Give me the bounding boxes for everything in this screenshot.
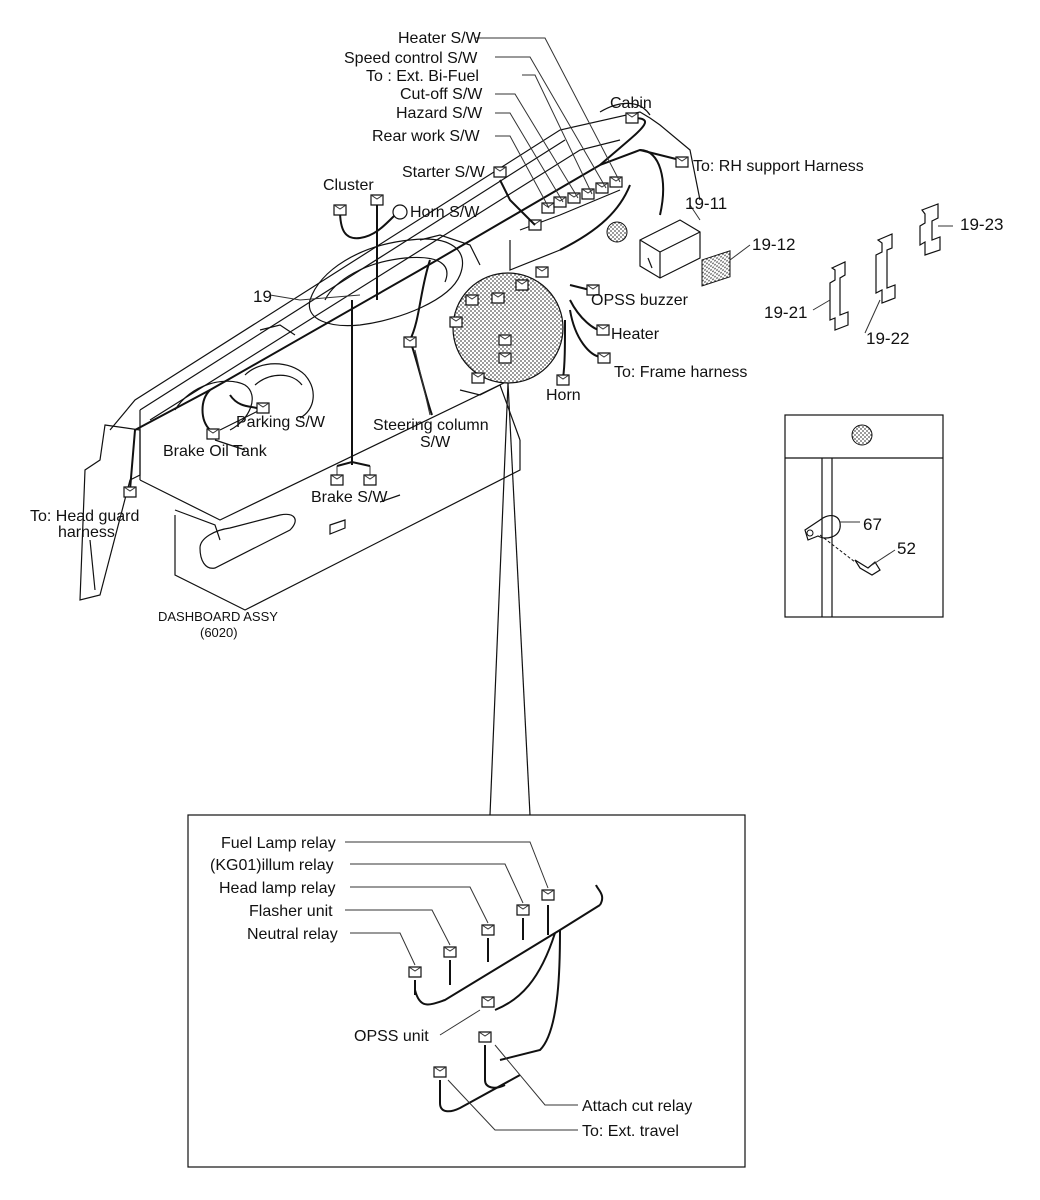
label-neutral-relay: Neutral relay bbox=[247, 926, 338, 943]
detail-callout-circle[interactable] bbox=[452, 272, 564, 384]
label-rear-work-sw: Rear work S/W bbox=[372, 128, 480, 145]
label-speed-control-sw: Speed control S/W bbox=[344, 50, 478, 67]
label-flasher-unit: Flasher unit bbox=[249, 903, 333, 920]
label-opss-buzzer: OPSS buzzer bbox=[591, 292, 689, 309]
clamp-location-marker[interactable] bbox=[606, 221, 628, 243]
part-number-19-22[interactable]: 19-22 bbox=[866, 329, 909, 348]
label-starter-sw: Starter S/W bbox=[402, 164, 486, 181]
label-cluster: Cluster bbox=[323, 177, 374, 194]
part-number-19[interactable]: 19 bbox=[253, 287, 272, 306]
part-number-19-11[interactable]: 19-11 bbox=[685, 194, 727, 213]
label-heater: Heater bbox=[611, 326, 660, 343]
part-number-19-21[interactable]: 19-21 bbox=[764, 303, 807, 322]
relay-detail-inset bbox=[187, 814, 746, 1168]
label-frame-harness: To: Frame harness bbox=[614, 364, 747, 381]
label-head-guard: To: Head guard bbox=[30, 508, 139, 525]
label-steering-column-sw: S/W bbox=[420, 434, 451, 451]
pad-19-12 bbox=[701, 250, 731, 287]
label-illum-relay: (KG01)illum relay bbox=[210, 857, 334, 874]
dashboard-assembly bbox=[79, 102, 701, 611]
labels: Heater S/W Speed control S/W To : Ext. B… bbox=[30, 30, 1003, 1140]
label-horn-sw: Horn S/W bbox=[410, 204, 480, 221]
part-number-19-12[interactable]: 19-12 bbox=[752, 235, 795, 254]
label-dashboard-assy-code: (6020) bbox=[200, 625, 238, 640]
label-head-guard-harness: harness bbox=[58, 524, 115, 541]
label-brake-sw: Brake S/W bbox=[311, 489, 388, 506]
harness-connectors bbox=[123, 112, 689, 498]
label-cabin: Cabin bbox=[610, 95, 652, 112]
label-dashboard-assy: DASHBOARD ASSY bbox=[158, 609, 278, 624]
label-ext-bi-fuel: To : Ext. Bi-Fuel bbox=[366, 68, 479, 85]
label-brake-oil-tank: Brake Oil Tank bbox=[163, 443, 268, 460]
label-fuel-lamp-relay: Fuel Lamp relay bbox=[221, 835, 336, 852]
label-heater-sw: Heater S/W bbox=[398, 30, 482, 47]
label-head-lamp-relay: Head lamp relay bbox=[219, 880, 336, 897]
label-horn: Horn bbox=[546, 387, 581, 404]
label-parking-sw: Parking S/W bbox=[236, 414, 326, 431]
part-number-67[interactable]: 67 bbox=[863, 515, 882, 534]
clamp-detail-inset bbox=[784, 414, 944, 618]
part-number-52[interactable]: 52 bbox=[897, 539, 916, 558]
switch-connectors bbox=[528, 176, 623, 231]
label-cutoff-sw: Cut-off S/W bbox=[400, 86, 483, 103]
label-attach-cut-relay: Attach cut relay bbox=[582, 1098, 692, 1115]
leader-lines bbox=[269, 37, 953, 816]
label-ext-travel: To: Ext. travel bbox=[582, 1123, 679, 1140]
label-hazard-sw: Hazard S/W bbox=[396, 105, 483, 122]
label-opss-unit: OPSS unit bbox=[354, 1028, 429, 1045]
label-steering-column: Steering column bbox=[373, 417, 489, 434]
label-rh-support: To: RH support Harness bbox=[693, 158, 864, 175]
part-number-19-23[interactable]: 19-23 bbox=[960, 215, 1003, 234]
opss-unit-19-11 bbox=[639, 219, 701, 279]
bracket-parts bbox=[829, 203, 941, 331]
